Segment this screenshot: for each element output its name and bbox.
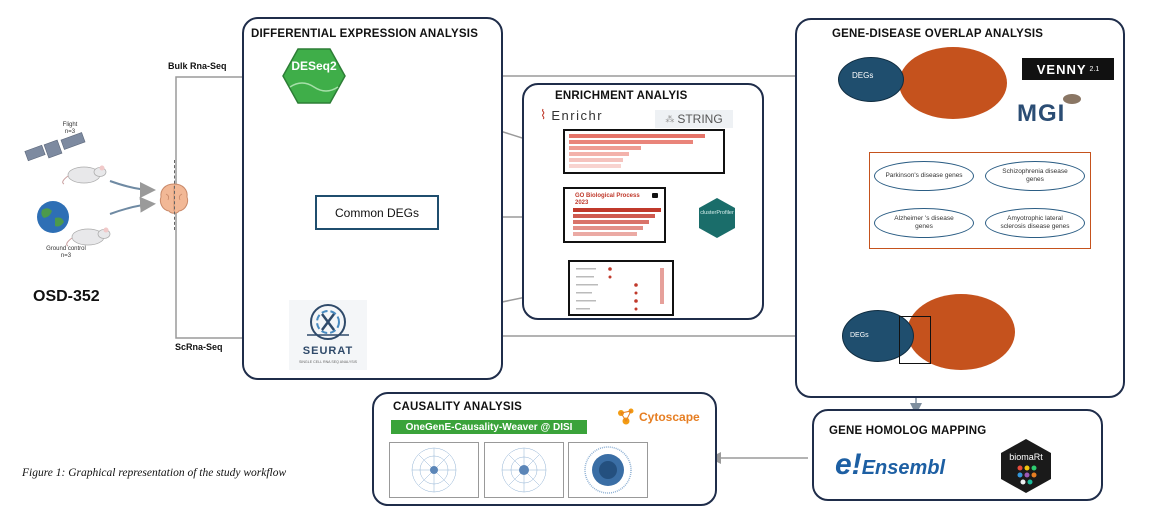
ensembl-e-icon: e! <box>835 448 862 481</box>
biomart-logo-text: biomaRt <box>1009 452 1043 462</box>
ensembl-logo: e! Ensembl <box>835 448 945 482</box>
string-logo-text: STRING <box>677 112 723 126</box>
causal-network-thumbnail <box>389 442 479 498</box>
causal-network-thumbnail <box>568 442 648 498</box>
cytoscape-icon <box>618 408 634 425</box>
go-process-title: GO Biological Process 2023 <box>575 193 640 206</box>
enrichr-logo: ⌇ Enrichr <box>540 107 603 123</box>
flight-label: Flight n=3 <box>62 122 78 135</box>
scrnaseq-label: ScRna-Seq <box>175 342 223 352</box>
spacecraft-icon <box>24 132 86 162</box>
disease-gene-set: Amyotrophic lateral sclerosis disease ge… <box>985 208 1085 238</box>
mgi-logo: MGI <box>1017 94 1091 127</box>
deseq2-logo: DESeq2 <box>282 47 346 105</box>
ground-control-label: Ground control n=3 <box>46 246 86 259</box>
cytoscape-logo: Cytoscape <box>616 407 700 427</box>
common-degs-box: Common DEGs <box>315 195 439 230</box>
overlap-highlight <box>899 316 931 364</box>
gene-homolog-title: GENE HOMOLOG MAPPING <box>829 425 987 437</box>
weaver-banner-text: OneGenE-Causality-Weaver @ DISI <box>405 421 573 433</box>
disease-gene-set: Parkinson's disease genes <box>874 161 974 191</box>
camera-icon <box>652 193 658 198</box>
seurat-logo: SEURAT SINGLE CELL RNA SEQ ANALYSIS <box>289 300 367 370</box>
seurat-logo-text: SEURAT <box>302 345 354 357</box>
venny-logo: VENNY 2.1 <box>1022 58 1114 80</box>
gene-disease-title: GENE-DISEASE OVERLAP ANALYSIS <box>832 28 1044 40</box>
study-id: OSD-352 <box>33 288 100 305</box>
enrichment-title: ENRICHMENT ANALYIS <box>555 90 688 102</box>
causal-network-thumbnail <box>484 442 564 498</box>
string-logo: ⁂ STRING <box>655 110 733 128</box>
earth-icon <box>37 201 69 233</box>
string-network-icon: ⁂ <box>665 113 675 124</box>
disease-gene-set: Alzheimer 's disease genes <box>874 208 974 238</box>
clusterprofiler-logo: clusterProfiler <box>697 197 737 239</box>
common-degs-label: Common DEGs <box>334 205 420 220</box>
weaver-banner: OneGenE-Causality-Weaver @ DISI <box>391 420 587 434</box>
dashed-divider <box>174 160 175 230</box>
disease-circle-bottom <box>907 294 1015 370</box>
enrichr-logo-text: Enrichr <box>551 107 604 123</box>
seurat-logo-subtitle: SINGLE CELL RNA SEQ ANALYSIS <box>298 360 358 364</box>
differential-expression-title: DIFFERENTIAL EXPRESSION ANALYSIS <box>251 28 479 40</box>
venny-version: 2.1 <box>1089 65 1100 73</box>
disease-gene-set: Schizophrenia disease genes <box>985 161 1085 191</box>
figure-caption: Figure 1: Graphical representation of th… <box>22 467 287 479</box>
dot-plot-thumbnail <box>568 260 674 316</box>
gene-homolog-panel <box>812 409 1103 501</box>
degs-circle-top: DEGs <box>838 57 904 102</box>
mouse-icon <box>66 227 111 247</box>
disease-circle-top <box>899 47 1007 119</box>
ensembl-logo-text: Ensembl <box>861 457 946 479</box>
dna-icon: ⌇ <box>540 107 547 122</box>
deseq2-logo-text: DESeq2 <box>291 59 337 73</box>
mouse-icon <box>1063 94 1081 104</box>
degs-bottom-label: DEGs <box>850 332 869 339</box>
biomart-logo: biomaRt <box>1000 438 1052 494</box>
causality-title: CAUSALITY ANALYSIS <box>393 401 523 413</box>
venny-logo-text: VENNY <box>1036 61 1087 77</box>
bulk-rnaseq-label: Bulk Rna-Seq <box>168 61 227 71</box>
degs-circle-bottom: DEGs <box>842 310 914 362</box>
degs-top-label: DEGs <box>852 71 874 80</box>
cytoscape-logo-text: Cytoscape <box>639 410 700 424</box>
mgi-logo-text: MGI <box>1017 100 1066 127</box>
enrichr-bar-thumbnail <box>563 129 725 174</box>
go-process-thumbnail: GO Biological Process 2023 <box>563 187 666 243</box>
clusterprofiler-logo-text: clusterProfiler <box>700 210 734 216</box>
mouse-icon <box>62 165 107 185</box>
